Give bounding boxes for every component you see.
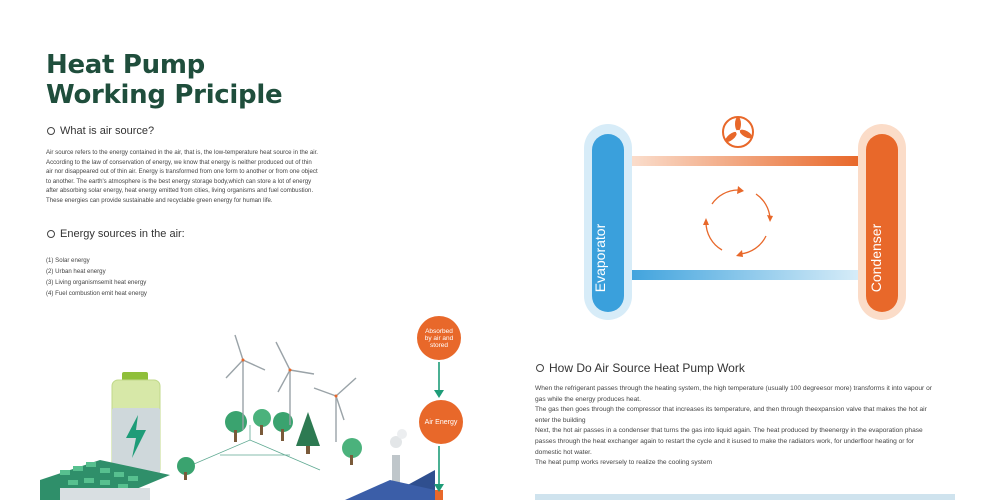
- paragraph-line: When the refrigerant passes through the …: [535, 385, 932, 392]
- bullet-circle-icon: [536, 364, 544, 372]
- air-source-heading: What is air source?: [47, 125, 154, 137]
- cycle-arrows-icon: [705, 189, 771, 255]
- factory-icon: [345, 429, 443, 500]
- paragraph-line: after absorbing solar energy, heat energ…: [46, 187, 314, 195]
- energy-sources-list: (1) Solar energy (2) Urban heat energy (…: [46, 255, 246, 299]
- list-item: (4) Fuel combustion emit heat energy: [46, 290, 147, 297]
- title-line-2: Working Priciple: [46, 80, 283, 110]
- how-it-works-heading-text: How Do Air Source Heat Pump Work: [549, 361, 745, 375]
- paragraph-line: The gas then goes through the compressor…: [535, 406, 927, 414]
- absorbed-by-air-label: Absorbed by air and stored: [424, 327, 454, 349]
- wind-turbine-icon: [225, 334, 266, 430]
- condenser-core: [866, 134, 898, 312]
- bullet-circle-icon: [47, 127, 55, 135]
- fan-icon: [722, 116, 754, 148]
- wind-turbine-icon: [275, 341, 315, 425]
- wind-turbine-icon: [313, 377, 357, 442]
- turbine-light-icons: [241, 358, 338, 398]
- paragraph-line: Air source refers to the energy containe…: [46, 149, 318, 156]
- air-energy-node: Air Energy: [419, 400, 463, 444]
- pine-tree-icon: [296, 412, 320, 454]
- tree-icon: [177, 457, 195, 480]
- tree-icon: [253, 409, 271, 435]
- tree-icon: [225, 411, 247, 442]
- paragraph-line: to another. The earth's atmosphere is th…: [46, 177, 312, 185]
- photo-strip: [535, 494, 955, 500]
- tree-icon: [273, 412, 293, 441]
- evaporator-core: [592, 134, 624, 312]
- solar-panels-icon: [40, 460, 170, 500]
- heat-pump-diagram: [584, 116, 906, 320]
- cycle-arrowheads: [703, 186, 773, 257]
- paragraph-line: According to the law of conservation of …: [46, 158, 312, 166]
- battery-icon: [111, 372, 161, 476]
- flow-arrow-down-icon: [434, 446, 444, 492]
- evaporator-label: Evaporator: [592, 223, 608, 293]
- list-item: (2) Urban heat energy: [46, 268, 106, 275]
- energy-scene-illustration: [40, 334, 443, 500]
- paragraph-line: The heat pump works reversely to realize…: [535, 459, 713, 467]
- cold-pipe: [620, 270, 858, 280]
- how-it-works-paragraph: When the refrigerant passes through the …: [535, 384, 955, 469]
- tree-icon: [342, 438, 362, 465]
- list-item: (3) Living organismsemit heat energy: [46, 279, 147, 286]
- flow-arrow-down-icon: [434, 362, 444, 398]
- condenser-label: Condenser: [868, 223, 884, 293]
- air-source-paragraph: Air source refers to the energy containe…: [46, 148, 376, 206]
- paragraph-line: domestic hot water.: [535, 448, 592, 456]
- absorbed-by-air-node: Absorbed by air and stored: [417, 316, 461, 360]
- air-source-heading-text: What is air source?: [60, 125, 155, 137]
- paragraph-line: air nor disappeared out of thin air. Ene…: [46, 168, 318, 176]
- hot-pipe: [620, 156, 858, 166]
- paragraph-line: passes through the heat exchanger again …: [535, 437, 914, 445]
- title-line-1: Heat Pump: [46, 50, 205, 80]
- paragraph-line: Next, the hot air passes in a condenser …: [535, 427, 923, 435]
- paragraph-line: enter the building: [535, 416, 586, 424]
- bullet-circle-icon: [47, 230, 55, 238]
- air-energy-label: Air Energy: [424, 418, 458, 426]
- ground-lines: [179, 425, 321, 471]
- how-it-works-heading: How Do Air Source Heat Pump Work: [536, 361, 745, 375]
- paragraph-line: gas while the energy produces heat.: [535, 395, 641, 403]
- list-item: (1) Solar energy: [46, 257, 90, 264]
- energy-sources-heading: Energy sources in the air:: [47, 228, 185, 240]
- energy-sources-heading-text: Energy sources in the air:: [60, 228, 185, 240]
- paragraph-line: These energies can provide sustainable a…: [46, 196, 273, 204]
- page-title: Heat Pump Working Priciple: [46, 50, 283, 110]
